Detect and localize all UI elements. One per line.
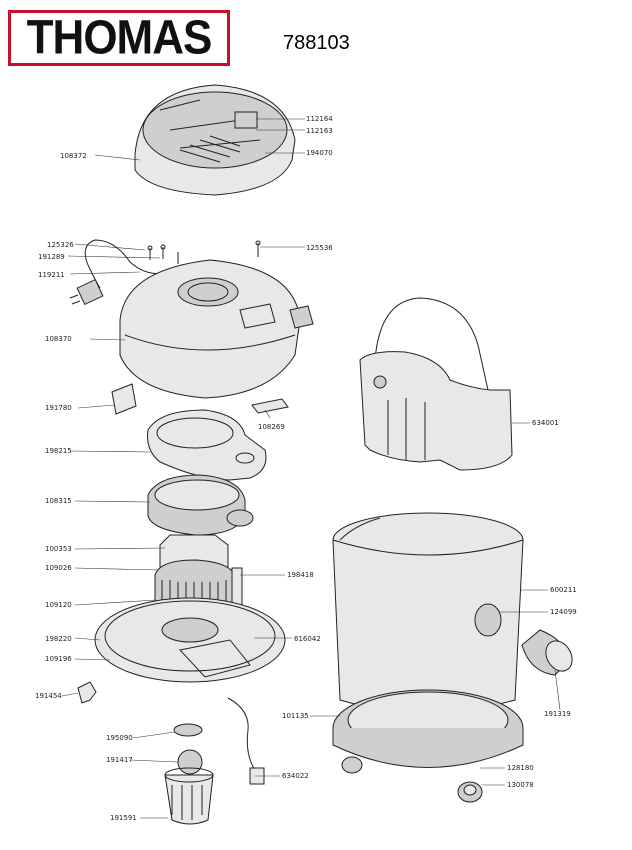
base-plate-part [94, 597, 286, 683]
seal-ring-part [147, 409, 267, 481]
foam-ring-part [147, 474, 254, 536]
leader-lines [61, 118, 561, 819]
label-101135: 101135 [282, 712, 309, 720]
label-191319: 191319 [544, 710, 571, 718]
container-part [332, 512, 524, 713]
label-109026: 109026 [45, 564, 72, 572]
label-108372: 108372 [60, 152, 87, 160]
label-119211: 119211 [38, 271, 65, 279]
label-198418: 198418 [287, 571, 314, 579]
label-191289: 191289 [38, 253, 65, 261]
hose-inlet-part [521, 629, 573, 676]
label-198220: 198220 [45, 635, 72, 643]
trolley-base-part [332, 689, 524, 768]
label-125536: 125536 [306, 244, 333, 252]
label-108315: 108315 [45, 497, 72, 505]
label-108370: 108370 [45, 335, 72, 343]
label-600211: 600211 [550, 586, 577, 594]
filter-plate-part [251, 398, 289, 414]
label-191454: 191454 [35, 692, 62, 700]
label-130078: 130078 [507, 781, 534, 789]
small-clip-part [77, 681, 97, 704]
label-194070: 194070 [306, 149, 333, 157]
label-191591: 191591 [110, 814, 137, 822]
label-191780: 191780 [45, 404, 72, 412]
label-198215: 198215 [45, 447, 72, 455]
label-191417: 191417 [106, 756, 133, 764]
label-109120: 109120 [45, 601, 72, 609]
label-108269: 108269 [258, 423, 285, 431]
label-634022: 634022 [282, 772, 309, 780]
label-124099: 124099 [550, 608, 577, 616]
brand-logo: THOMAS [8, 10, 230, 66]
label-100353: 100353 [45, 545, 72, 553]
brand-logo-text: THOMAS [26, 10, 213, 65]
label-616042: 616042 [294, 635, 321, 643]
label-112164: 112164 [306, 115, 333, 123]
label-634001: 634001 [532, 419, 559, 427]
label-109196: 109196 [45, 655, 72, 663]
wire-part [227, 697, 256, 771]
label-128180: 128180 [507, 764, 534, 772]
label-125326: 125326 [47, 241, 74, 249]
filter-basket-part [359, 297, 513, 471]
screws-part [147, 240, 261, 264]
top-cover-part [134, 84, 296, 196]
clip-part [111, 383, 137, 415]
filter-assembly-part [164, 723, 214, 825]
model-number: 788103 [283, 32, 350, 54]
wheels-part [341, 756, 483, 803]
label-195090: 195090 [106, 734, 133, 742]
motor-housing-top-part [119, 259, 314, 399]
label-112163: 112163 [306, 127, 333, 135]
